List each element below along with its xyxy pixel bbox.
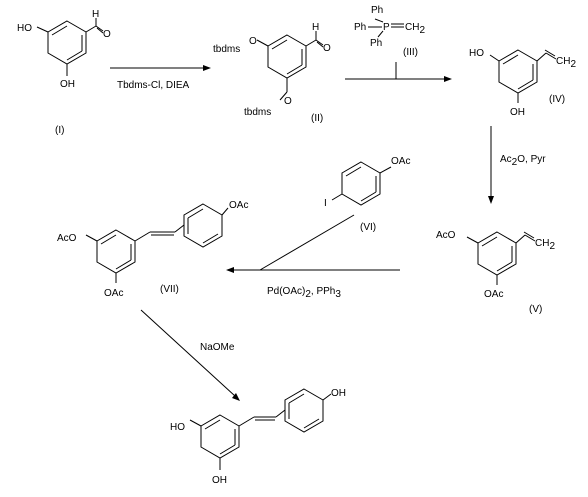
- compound-I: HO OH H O (I): [17, 9, 111, 136]
- compound-IV-oh-bottom: OH: [510, 107, 525, 118]
- arrow-step1: Tbdms-Cl, DIEA: [110, 65, 211, 91]
- arrow-step2: [345, 62, 452, 82]
- reagent-III-ch2: CH2: [405, 22, 425, 36]
- compound-V-oac-top: AcO: [436, 230, 456, 241]
- compound-final-ring-b: [284, 388, 324, 433]
- compound-VII-label: (VII): [160, 284, 179, 295]
- reagent-step5: NaOMe: [200, 342, 235, 353]
- compound-VII-oac-left: AcO: [57, 233, 77, 244]
- compound-final-oh-left: HO: [170, 422, 185, 433]
- compound-I-oh-bottom: OH: [60, 79, 75, 90]
- compound-II-tbdms-top: tbdms: [213, 44, 240, 55]
- compound-IV-label: (IV): [549, 94, 565, 105]
- compound-II-otbdms-top-o: O: [249, 36, 257, 47]
- compound-V-label: (V): [529, 304, 542, 315]
- compound-IV-ring: [498, 49, 538, 94]
- compound-IV-oh-top: HO: [469, 48, 484, 59]
- compound-V: AcO OAc CH2 (V): [436, 230, 555, 315]
- reagent-step4: Pd(OAc)2, PPh3: [267, 286, 341, 300]
- compound-I-label: (I): [55, 125, 64, 136]
- compound-V-oac-bottom: OAc: [484, 289, 503, 300]
- reagent-III: Ph Ph P Ph CH2 (III): [354, 5, 425, 58]
- reagent-III-ph1: Ph: [371, 5, 383, 16]
- compound-V-ch2: CH2: [535, 238, 555, 252]
- compound-I-oh-top: HO: [17, 23, 32, 34]
- compound-II-label: (II): [311, 113, 323, 124]
- compound-final-ring-a: [200, 414, 240, 459]
- compound-VI-ring: [341, 161, 381, 206]
- reagent-step3: Ac2O, Pyr: [500, 154, 546, 168]
- arrow-step3: Ac2O, Pyr: [488, 126, 546, 204]
- compound-VI-oac: OAc: [391, 156, 410, 167]
- compound-IV-ch2: CH2: [556, 56, 576, 70]
- reagent-III-label: (III): [403, 47, 418, 58]
- compound-VII-ring-b: [183, 203, 223, 248]
- compound-final: HO OH OH: [170, 388, 346, 486]
- compound-final-oh-right: OH: [331, 388, 346, 399]
- compound-VII-oac-right: OAc: [229, 200, 248, 211]
- reagent-III-p: P: [383, 22, 390, 33]
- reagent-III-ph3: Ph: [370, 38, 382, 49]
- compound-II-ald-o: O: [323, 43, 331, 54]
- compound-II-tbdms-bottom: tbdms: [244, 107, 271, 118]
- compound-VI-label: (VI): [360, 222, 376, 233]
- compound-I-ald-o: O: [103, 29, 111, 40]
- compound-VI-iodo: I: [324, 198, 327, 209]
- reagent-III-ph2: Ph: [354, 22, 366, 33]
- compound-VII: AcO OAc OAc (VII): [57, 200, 248, 299]
- compound-VII-ring-a: [96, 229, 136, 274]
- compound-II-ring: [267, 34, 307, 79]
- arrow-step4: Pd(OAc)2, PPh3: [226, 214, 400, 300]
- compound-V-ring: [477, 231, 517, 276]
- compound-VI: I OAc (VI): [324, 156, 410, 233]
- compound-final-oh-bottom: OH: [212, 475, 227, 486]
- compound-II-ald-h: H: [312, 22, 319, 33]
- reagent-step1: Tbdms-Cl, DIEA: [117, 80, 190, 91]
- compound-II: O tbdms O tbdms H O (II): [213, 22, 331, 124]
- compound-IV: HO OH CH2 (IV): [469, 48, 576, 118]
- compound-VII-oac-bottom: OAc: [104, 288, 123, 299]
- arrow-step5: NaOMe: [140, 309, 240, 401]
- compound-I-ald-h: H: [92, 9, 99, 20]
- compound-I-ring: [47, 20, 87, 65]
- compound-II-otbdms-bottom-o: O: [284, 96, 292, 107]
